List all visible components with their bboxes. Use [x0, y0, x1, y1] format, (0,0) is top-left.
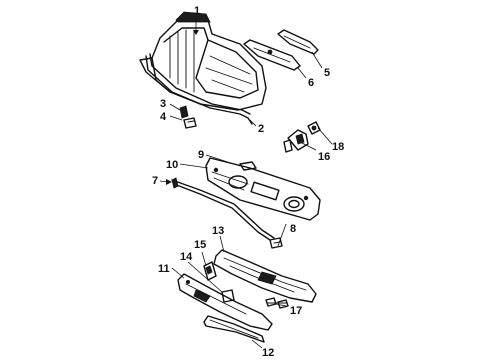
- lower-valance: [177, 273, 273, 331]
- grille-assembly: [139, 11, 267, 111]
- callout-13: 13: [212, 225, 224, 237]
- headlamp-panel: [205, 157, 321, 221]
- callout-4: 4: [160, 111, 167, 123]
- panel-clip-9: [239, 161, 257, 171]
- callout-18: 18: [332, 141, 344, 153]
- callout-6: 6: [308, 77, 314, 89]
- callout-5: 5: [324, 67, 330, 79]
- bracket-15: [203, 261, 217, 281]
- callout-7: 7: [152, 175, 158, 187]
- grille-lower-molding: [145, 53, 253, 125]
- callout-10: 10: [166, 159, 178, 171]
- lower-molding: [203, 315, 265, 343]
- lamp-socket: [283, 129, 309, 153]
- callout-3: 3: [160, 98, 166, 110]
- long-molding-strip: [171, 177, 275, 241]
- bracket-14: [221, 289, 235, 303]
- upper-bracket-5: [277, 29, 319, 55]
- callout-8: 8: [290, 223, 296, 235]
- leader-lines: [159, 18, 333, 349]
- callout-9: 9: [198, 149, 204, 161]
- callout-15: 15: [194, 239, 206, 251]
- radiator-support: [213, 249, 317, 303]
- clip-3-4: [179, 105, 197, 129]
- callout-11: 11: [158, 263, 170, 275]
- callout-12: 12: [262, 347, 274, 359]
- callout-16: 16: [318, 151, 330, 163]
- callout-labels: 1 2 3 4 5 6 7 8 9 10 11 12 13 14 15 16 1…: [152, 5, 344, 359]
- callout-2: 2: [258, 123, 264, 135]
- callout-14: 14: [180, 251, 193, 263]
- callout-17: 17: [290, 305, 302, 317]
- fasteners-17: [265, 297, 289, 309]
- callout-1: 1: [194, 5, 200, 17]
- upper-bracket-6: [243, 39, 301, 71]
